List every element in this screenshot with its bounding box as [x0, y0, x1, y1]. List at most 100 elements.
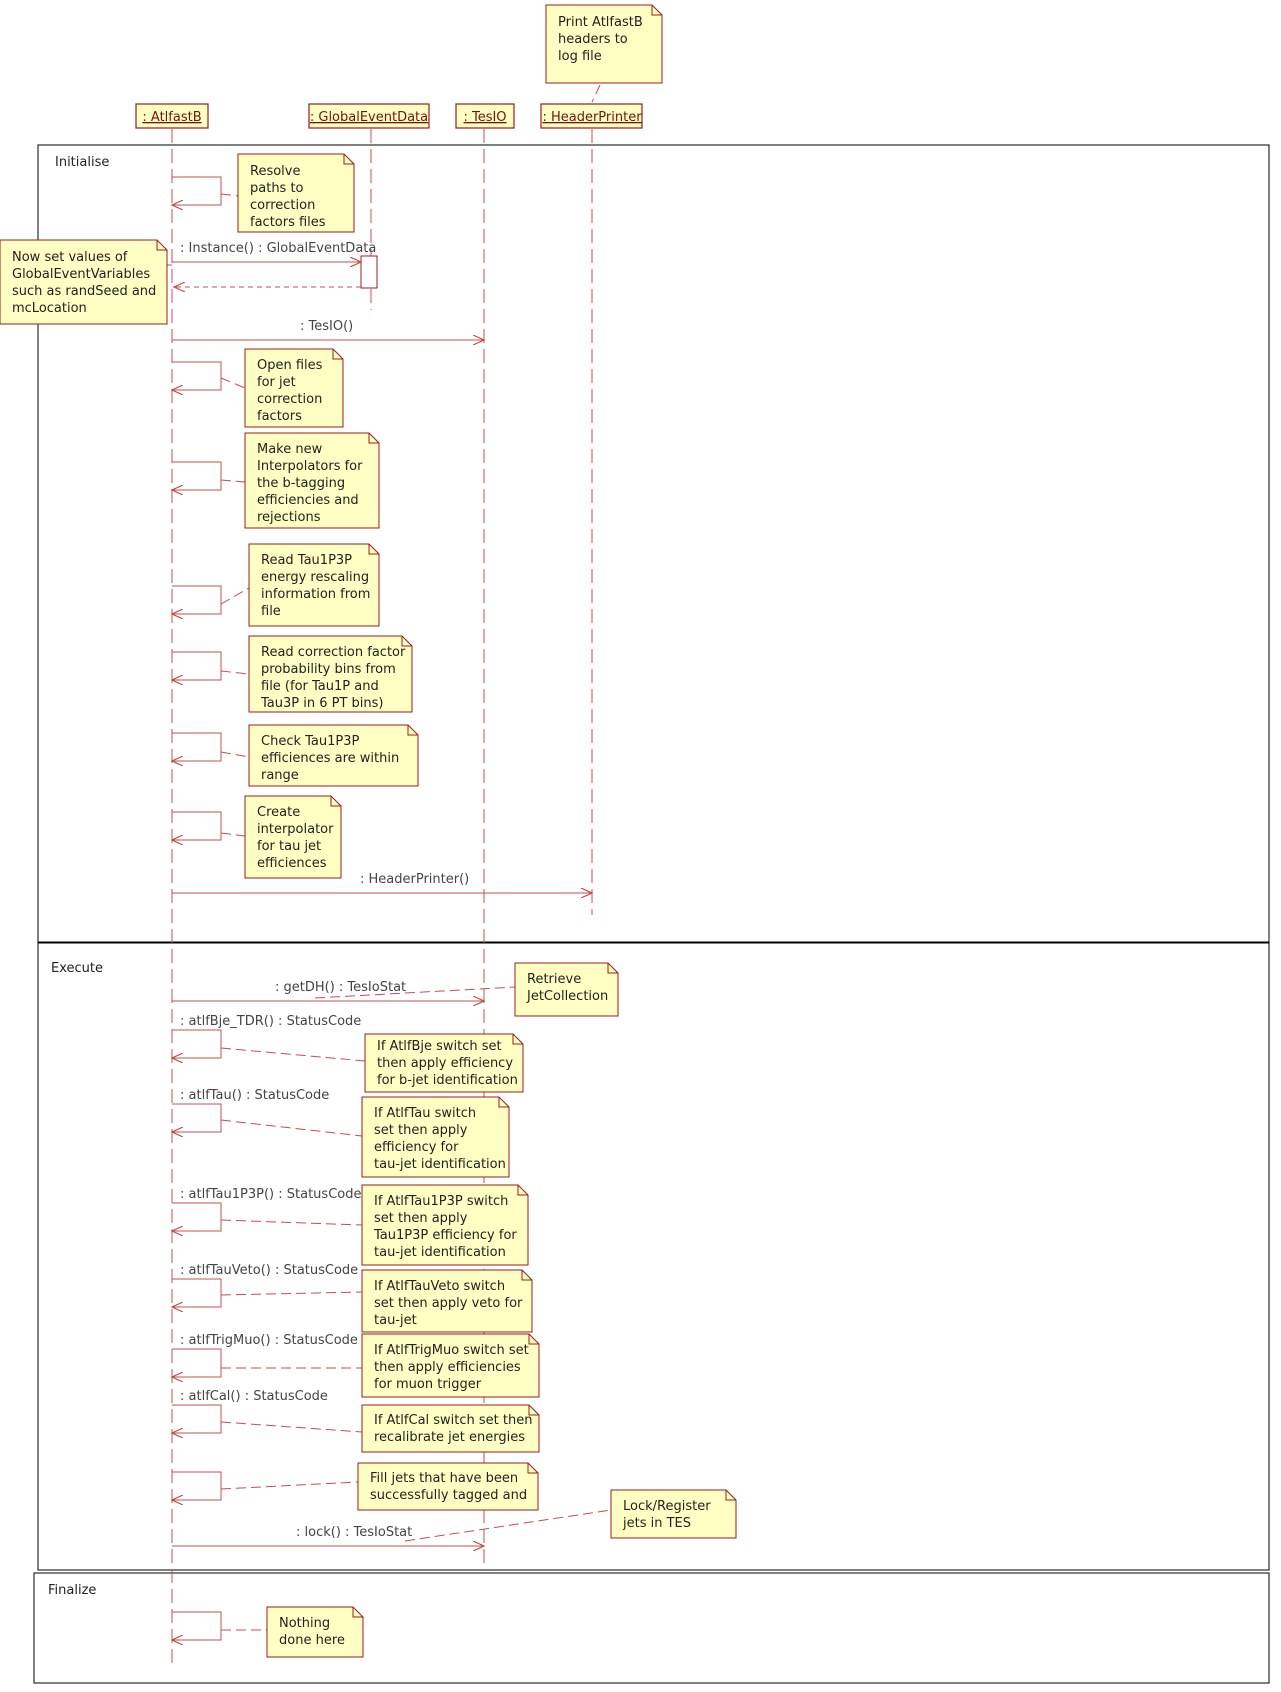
note-line: headers to [558, 32, 628, 47]
message-lock: : lock() : TesIoStat [172, 1525, 484, 1546]
note-line: Make new [257, 442, 323, 457]
message-getdh: : getDH() : TesIoStat [172, 980, 484, 1001]
fragment-finalize: Finalize [33, 1572, 1270, 1684]
note-bje: If AtlfBje switch set then apply efficie… [364, 1033, 524, 1093]
note-line: Open files [257, 358, 323, 373]
note-line: information from [261, 587, 370, 602]
note-tau1p3p: If AtlfTau1P3P switch set then apply Tau… [361, 1184, 529, 1266]
message-instance-label: : Instance() : GlobalEventData [180, 241, 376, 256]
fragment-initialise-label: Initialise [55, 155, 109, 170]
self-message [172, 651, 222, 680]
note-line: factors files [250, 215, 326, 230]
self-message [172, 585, 222, 614]
note-line: mcLocation [12, 301, 87, 316]
note-open-files: Open files for jet correction factors [244, 348, 344, 428]
self-message [172, 1348, 222, 1377]
self-message [172, 1103, 222, 1132]
note-line: If AtlfBje switch set [377, 1039, 502, 1054]
message-atlftau1p3p-label: : atlfTau1P3P() : StatusCode [180, 1187, 361, 1202]
note-line: efficiences [257, 856, 327, 871]
note-line: for muon trigger [374, 1377, 482, 1392]
note-line: efficiences are within [261, 751, 399, 766]
note-line: tau-jet identification [374, 1245, 506, 1260]
message-instance: : Instance() : GlobalEventData [172, 241, 376, 287]
note-line: paths to [250, 181, 304, 196]
note-line: efficiencies and [257, 493, 359, 508]
activation-bar [360, 255, 378, 289]
note-line: Lock/Register [623, 1499, 711, 1514]
self-message [172, 461, 222, 490]
note-line: log file [558, 49, 602, 64]
self-message [172, 1202, 222, 1231]
message-tesio-label: : TesIO() [300, 319, 353, 334]
note-line: Nothing [279, 1616, 330, 1631]
note-line: the b-tagging [257, 476, 345, 491]
note-line: set then apply [374, 1211, 468, 1226]
message-lock-label: : lock() : TesIoStat [296, 1525, 412, 1540]
note-line: recalibrate jet energies [374, 1430, 525, 1445]
fragment-execute-label: Execute [51, 961, 103, 976]
note-line: Resolve [250, 164, 300, 179]
note-line: probability bins from [261, 662, 396, 677]
note-line: efficiency for [374, 1140, 459, 1155]
note-line: Check Tau1P3P [261, 734, 359, 749]
note-line: successfully tagged and [370, 1488, 527, 1503]
note-line: tau-jet identification [374, 1157, 506, 1172]
note-line: tau-jet [374, 1313, 417, 1328]
note-line: If AtlfTau1P3P switch [374, 1194, 508, 1209]
message-headerprinter-label: : HeaderPrinter() [360, 872, 469, 887]
fragment-finalize-label: Finalize [48, 1583, 96, 1598]
note-line: file [261, 604, 281, 619]
lifeline-headerprinter-label: : HeaderPrinter [542, 110, 642, 125]
note-line: set then apply veto for [374, 1296, 523, 1311]
note-line: JetCollection [526, 989, 608, 1004]
note-line: Now set values of [12, 250, 128, 265]
note-line: GlobalEventVariables [12, 267, 150, 282]
note-line: such as randSeed and [12, 284, 156, 299]
lifeline-atlfastb-label: : AtlfastB [142, 110, 201, 125]
note-line: range [261, 768, 299, 783]
self-message [172, 1471, 222, 1500]
note-line: Interpolators for [257, 459, 363, 474]
message-atlfbje-label: : atlfBje_TDR() : StatusCode [180, 1014, 361, 1029]
note-set-values: Now set values of GlobalEventVariables s… [0, 239, 168, 325]
note-create-interpolator: Create interpolator for tau jet efficien… [244, 795, 342, 879]
note-retrieve: Retrieve JetCollection [514, 962, 619, 1017]
self-message [172, 176, 222, 205]
note-line: correction [250, 198, 315, 213]
message-atlftau-label: : atlfTau() : StatusCode [180, 1088, 329, 1103]
note-line: Print AtlfastB [558, 15, 643, 30]
note-line: factors [257, 409, 302, 424]
note-line: interpolator [257, 822, 334, 837]
note-read-tau1p3p: Read Tau1P3P energy rescaling informatio… [248, 543, 380, 627]
note-line: Tau1P3P efficiency for [373, 1228, 517, 1243]
note-line: then apply efficiencies [374, 1360, 521, 1375]
self-message [172, 1404, 222, 1433]
note-line: energy rescaling [261, 570, 369, 585]
message-headerprinter: : HeaderPrinter() [172, 872, 592, 893]
message-tesio: : TesIO() [172, 319, 484, 340]
self-message [172, 1029, 222, 1058]
note-line: done here [279, 1633, 345, 1648]
lifeline-headerprinter: : HeaderPrinter [540, 103, 643, 915]
message-atlfcal-label: : atlfCal() : StatusCode [180, 1389, 328, 1404]
note-line: jets in TES [622, 1516, 691, 1531]
lifeline-globaleventdata-label: : GlobalEventData [310, 110, 428, 125]
self-message [172, 1278, 222, 1307]
message-atlftrigmuo-label: : atlfTrigMuo() : StatusCode [180, 1333, 358, 1348]
note-line: rejections [257, 510, 321, 525]
note-trigmuo: If AtlfTrigMuo switch set then apply eff… [361, 1333, 540, 1398]
note-line: Retrieve [527, 972, 581, 987]
note-lock: Lock/Register jets in TES [610, 1489, 737, 1539]
note-line: If AtlfCal switch set then [374, 1413, 533, 1428]
note-line: Read correction factor [261, 645, 406, 660]
note-check-tau: Check Tau1P3P efficiences are within ran… [248, 724, 419, 787]
note-line: Create [257, 805, 300, 820]
self-message [172, 361, 222, 390]
note-line: correction [257, 392, 322, 407]
note-resolve-paths: Resolve paths to correction factors file… [237, 153, 355, 233]
note-line: for b-jet identification [377, 1073, 518, 1088]
note-line: If AtlfTau switch [374, 1106, 476, 1121]
note-tau: If AtlfTau switch set then apply efficie… [361, 1096, 510, 1178]
